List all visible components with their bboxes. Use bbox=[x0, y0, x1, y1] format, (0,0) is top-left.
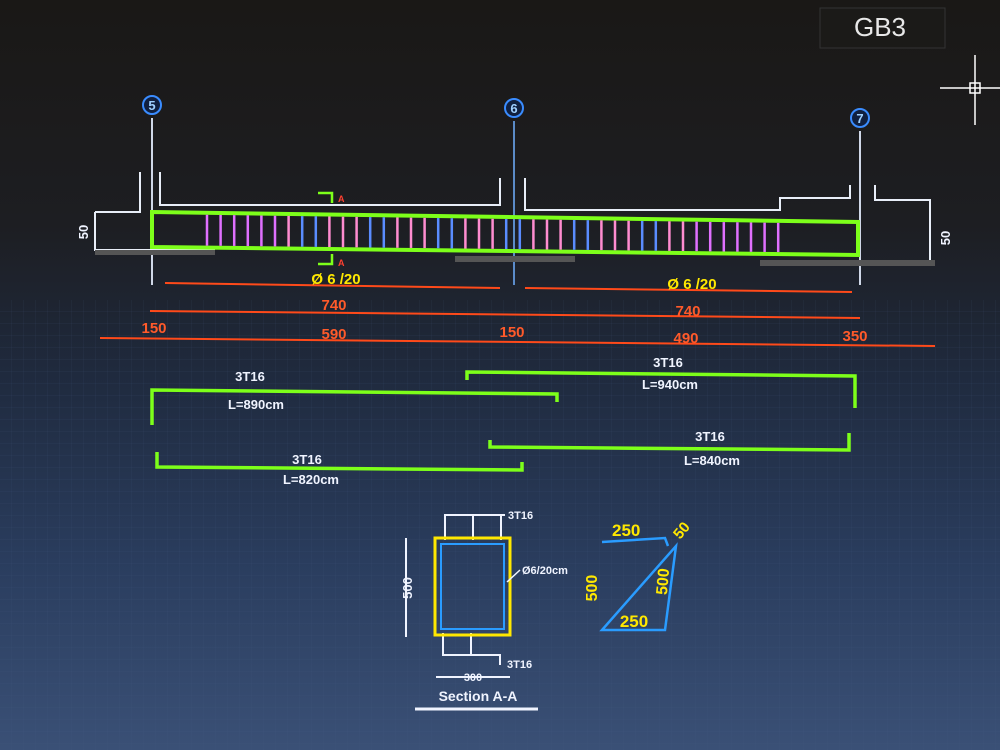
beam-concrete-outline bbox=[94, 172, 935, 266]
beam-reinforcement-outline[interactable] bbox=[150, 209, 860, 258]
section-width: 300 bbox=[464, 672, 482, 684]
title-block: GB3 bbox=[819, 7, 946, 49]
section-top-bars: 3T16 bbox=[508, 510, 533, 522]
section-title: Section A-A bbox=[439, 688, 518, 704]
beam-depth-left: 50 bbox=[76, 225, 91, 239]
section-mark-top[interactable]: A bbox=[318, 191, 345, 204]
section-bottom-bars: 3T16 bbox=[507, 659, 532, 671]
stirrup-bottom: 250 bbox=[620, 612, 648, 631]
rebar-940[interactable]: 3T16 L=940cm bbox=[465, 355, 857, 408]
detail-dim: 150 bbox=[141, 320, 166, 337]
axis-label: 6 bbox=[510, 101, 517, 116]
rebar-840[interactable]: 3T16 L=840cm bbox=[488, 429, 851, 468]
span-dim-right: 740 bbox=[675, 303, 700, 320]
section-mark-bottom[interactable]: A bbox=[318, 254, 345, 268]
svg-text:L=890cm: L=890cm bbox=[228, 397, 284, 412]
svg-text:3T16: 3T16 bbox=[292, 452, 322, 467]
stirrup-label-right: Ø 6 /20 bbox=[667, 276, 716, 293]
stirrups-group bbox=[205, 214, 780, 253]
stirrup-right: 500 bbox=[654, 567, 673, 595]
section-a-a[interactable]: 500 300 3T16 3T16 Ø6/20cm Section A-A bbox=[400, 510, 568, 711]
detail-dim: 590 bbox=[321, 326, 346, 343]
span-dim-left: 740 bbox=[321, 297, 346, 314]
beam-depth-right: 50 bbox=[938, 231, 953, 245]
detail-dim: 350 bbox=[842, 328, 867, 345]
grid-axis-5[interactable]: 5 bbox=[142, 95, 162, 285]
dimension-lines bbox=[99, 282, 936, 347]
svg-text:L=840cm: L=840cm bbox=[684, 453, 740, 468]
rebar-890[interactable]: 3T16 L=890cm bbox=[150, 369, 559, 425]
rebar-820[interactable]: 3T16 L=820cm bbox=[155, 452, 524, 487]
svg-text:A: A bbox=[338, 194, 345, 204]
stirrup-left: 500 bbox=[584, 575, 601, 602]
svg-text:3T16: 3T16 bbox=[653, 355, 683, 370]
axis-label: 7 bbox=[856, 111, 863, 126]
stirrup-shape-detail[interactable]: 250 50 500 500 250 bbox=[584, 519, 694, 632]
axis-label: 5 bbox=[148, 98, 155, 113]
stirrup-label-left: Ø 6 /20 bbox=[311, 271, 360, 288]
section-height: 500 bbox=[400, 577, 415, 599]
section-stirrup: Ø6/20cm bbox=[522, 565, 568, 577]
grid-axis-7[interactable]: 7 bbox=[850, 108, 870, 285]
svg-text:3T16: 3T16 bbox=[235, 369, 265, 384]
svg-text:L=940cm: L=940cm bbox=[642, 377, 698, 392]
svg-text:L=820cm: L=820cm bbox=[283, 472, 339, 487]
title-label: GB3 bbox=[854, 12, 906, 42]
svg-text:A: A bbox=[338, 258, 345, 268]
svg-text:3T16: 3T16 bbox=[695, 429, 725, 444]
crosshair-cursor bbox=[940, 55, 1000, 125]
detail-dim: 150 bbox=[499, 324, 524, 341]
detail-dim: 490 bbox=[673, 330, 698, 347]
stirrup-top: 250 bbox=[612, 521, 640, 540]
